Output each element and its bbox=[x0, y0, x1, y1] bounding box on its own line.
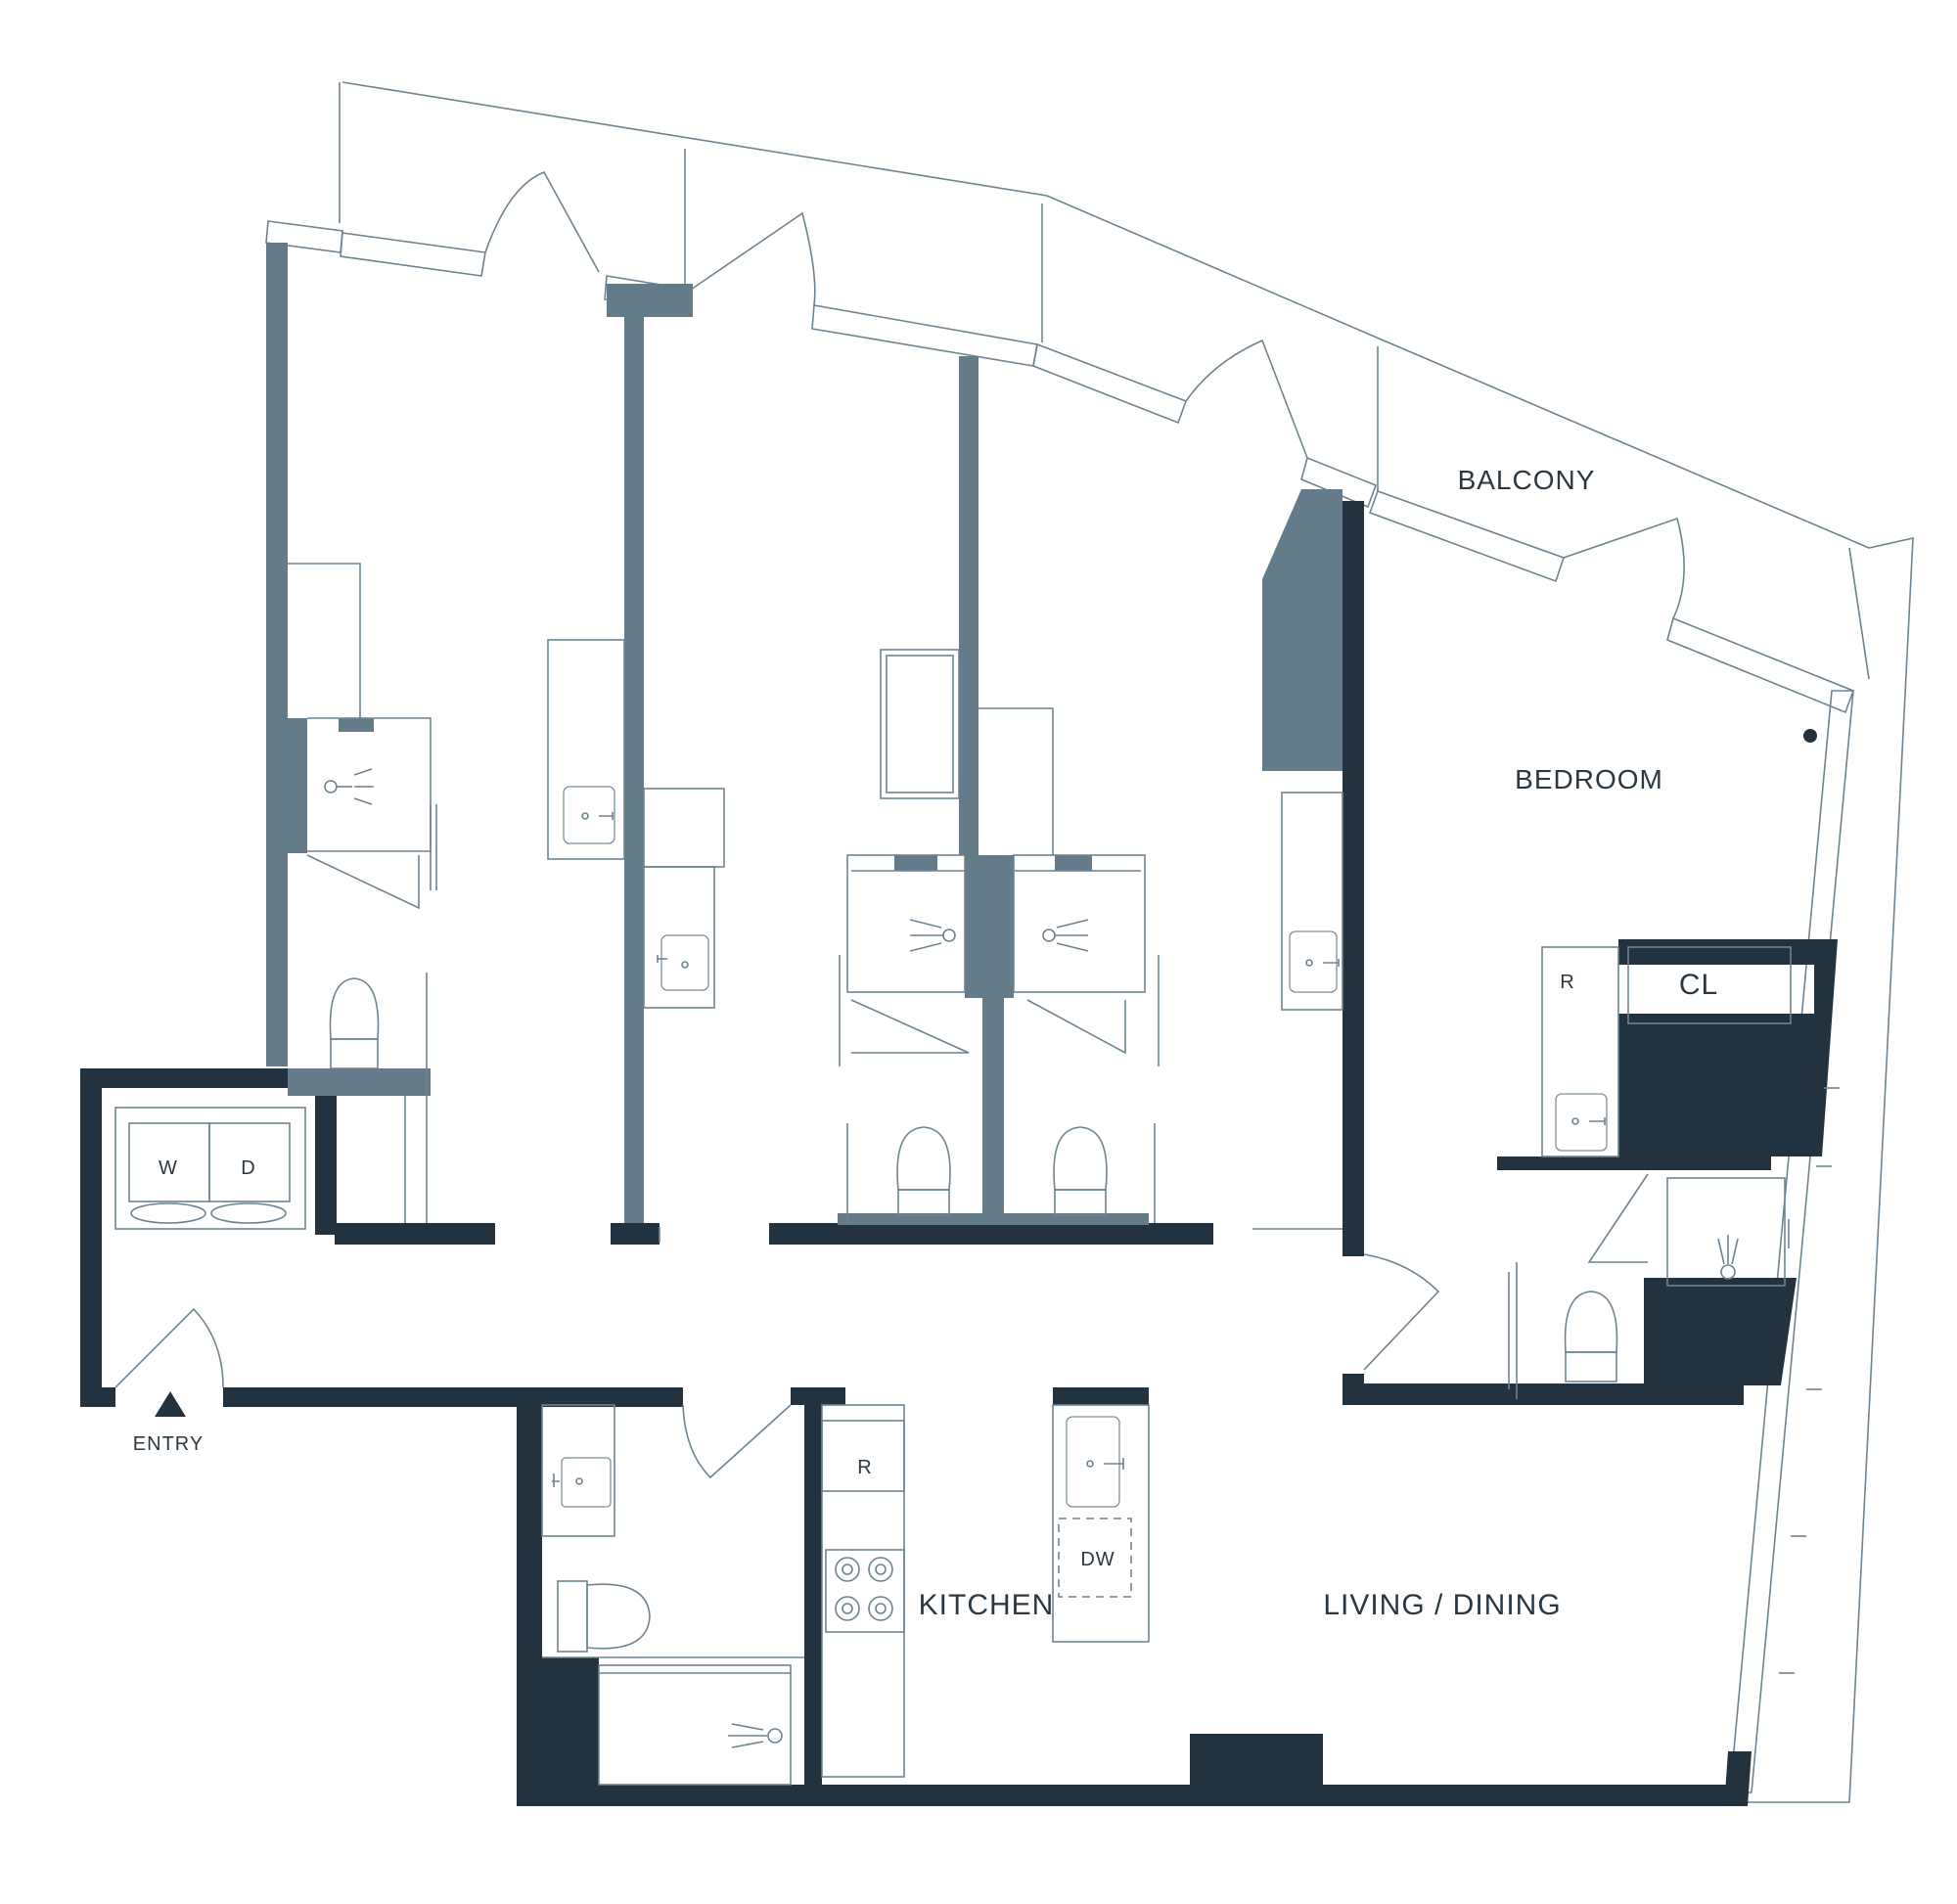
dryer-label: D bbox=[241, 1157, 255, 1179]
closet-label: CL bbox=[1679, 969, 1718, 1001]
balcony-doors bbox=[484, 170, 1685, 619]
balcony-label: BALCONY bbox=[1458, 465, 1596, 495]
laundry bbox=[114, 1107, 306, 1230]
kitchen-fridge-label: R bbox=[857, 1457, 872, 1478]
window-wall bbox=[265, 220, 1855, 1793]
kitchen bbox=[821, 1404, 1150, 1778]
bath-1 bbox=[288, 563, 437, 1223]
balcony-outline bbox=[339, 81, 1914, 1803]
powder-room bbox=[541, 1404, 804, 1786]
entry-arrow-icon bbox=[155, 1391, 186, 1417]
window-mullions bbox=[1779, 1087, 1840, 1674]
doors bbox=[114, 854, 1649, 1479]
kitchen-label: KITCHEN bbox=[919, 1589, 1055, 1621]
partition-walls bbox=[266, 243, 1343, 1225]
bedroom-label: BEDROOM bbox=[1515, 764, 1663, 794]
bedroom-suite bbox=[1508, 729, 1817, 1399]
bath-3-4 bbox=[839, 649, 1160, 1223]
bath-5 bbox=[1252, 792, 1343, 1230]
cooktop-burners bbox=[835, 1557, 893, 1621]
entry-label: ENTRY bbox=[133, 1433, 204, 1455]
living-dining-label: LIVING / DINING bbox=[1323, 1589, 1561, 1621]
structural-walls bbox=[80, 501, 1838, 1806]
dishwasher-label: DW bbox=[1080, 1549, 1115, 1570]
bedroom-fridge-label: R bbox=[1560, 972, 1574, 993]
washer-label: W bbox=[159, 1157, 178, 1179]
bath-2 bbox=[547, 639, 725, 1243]
